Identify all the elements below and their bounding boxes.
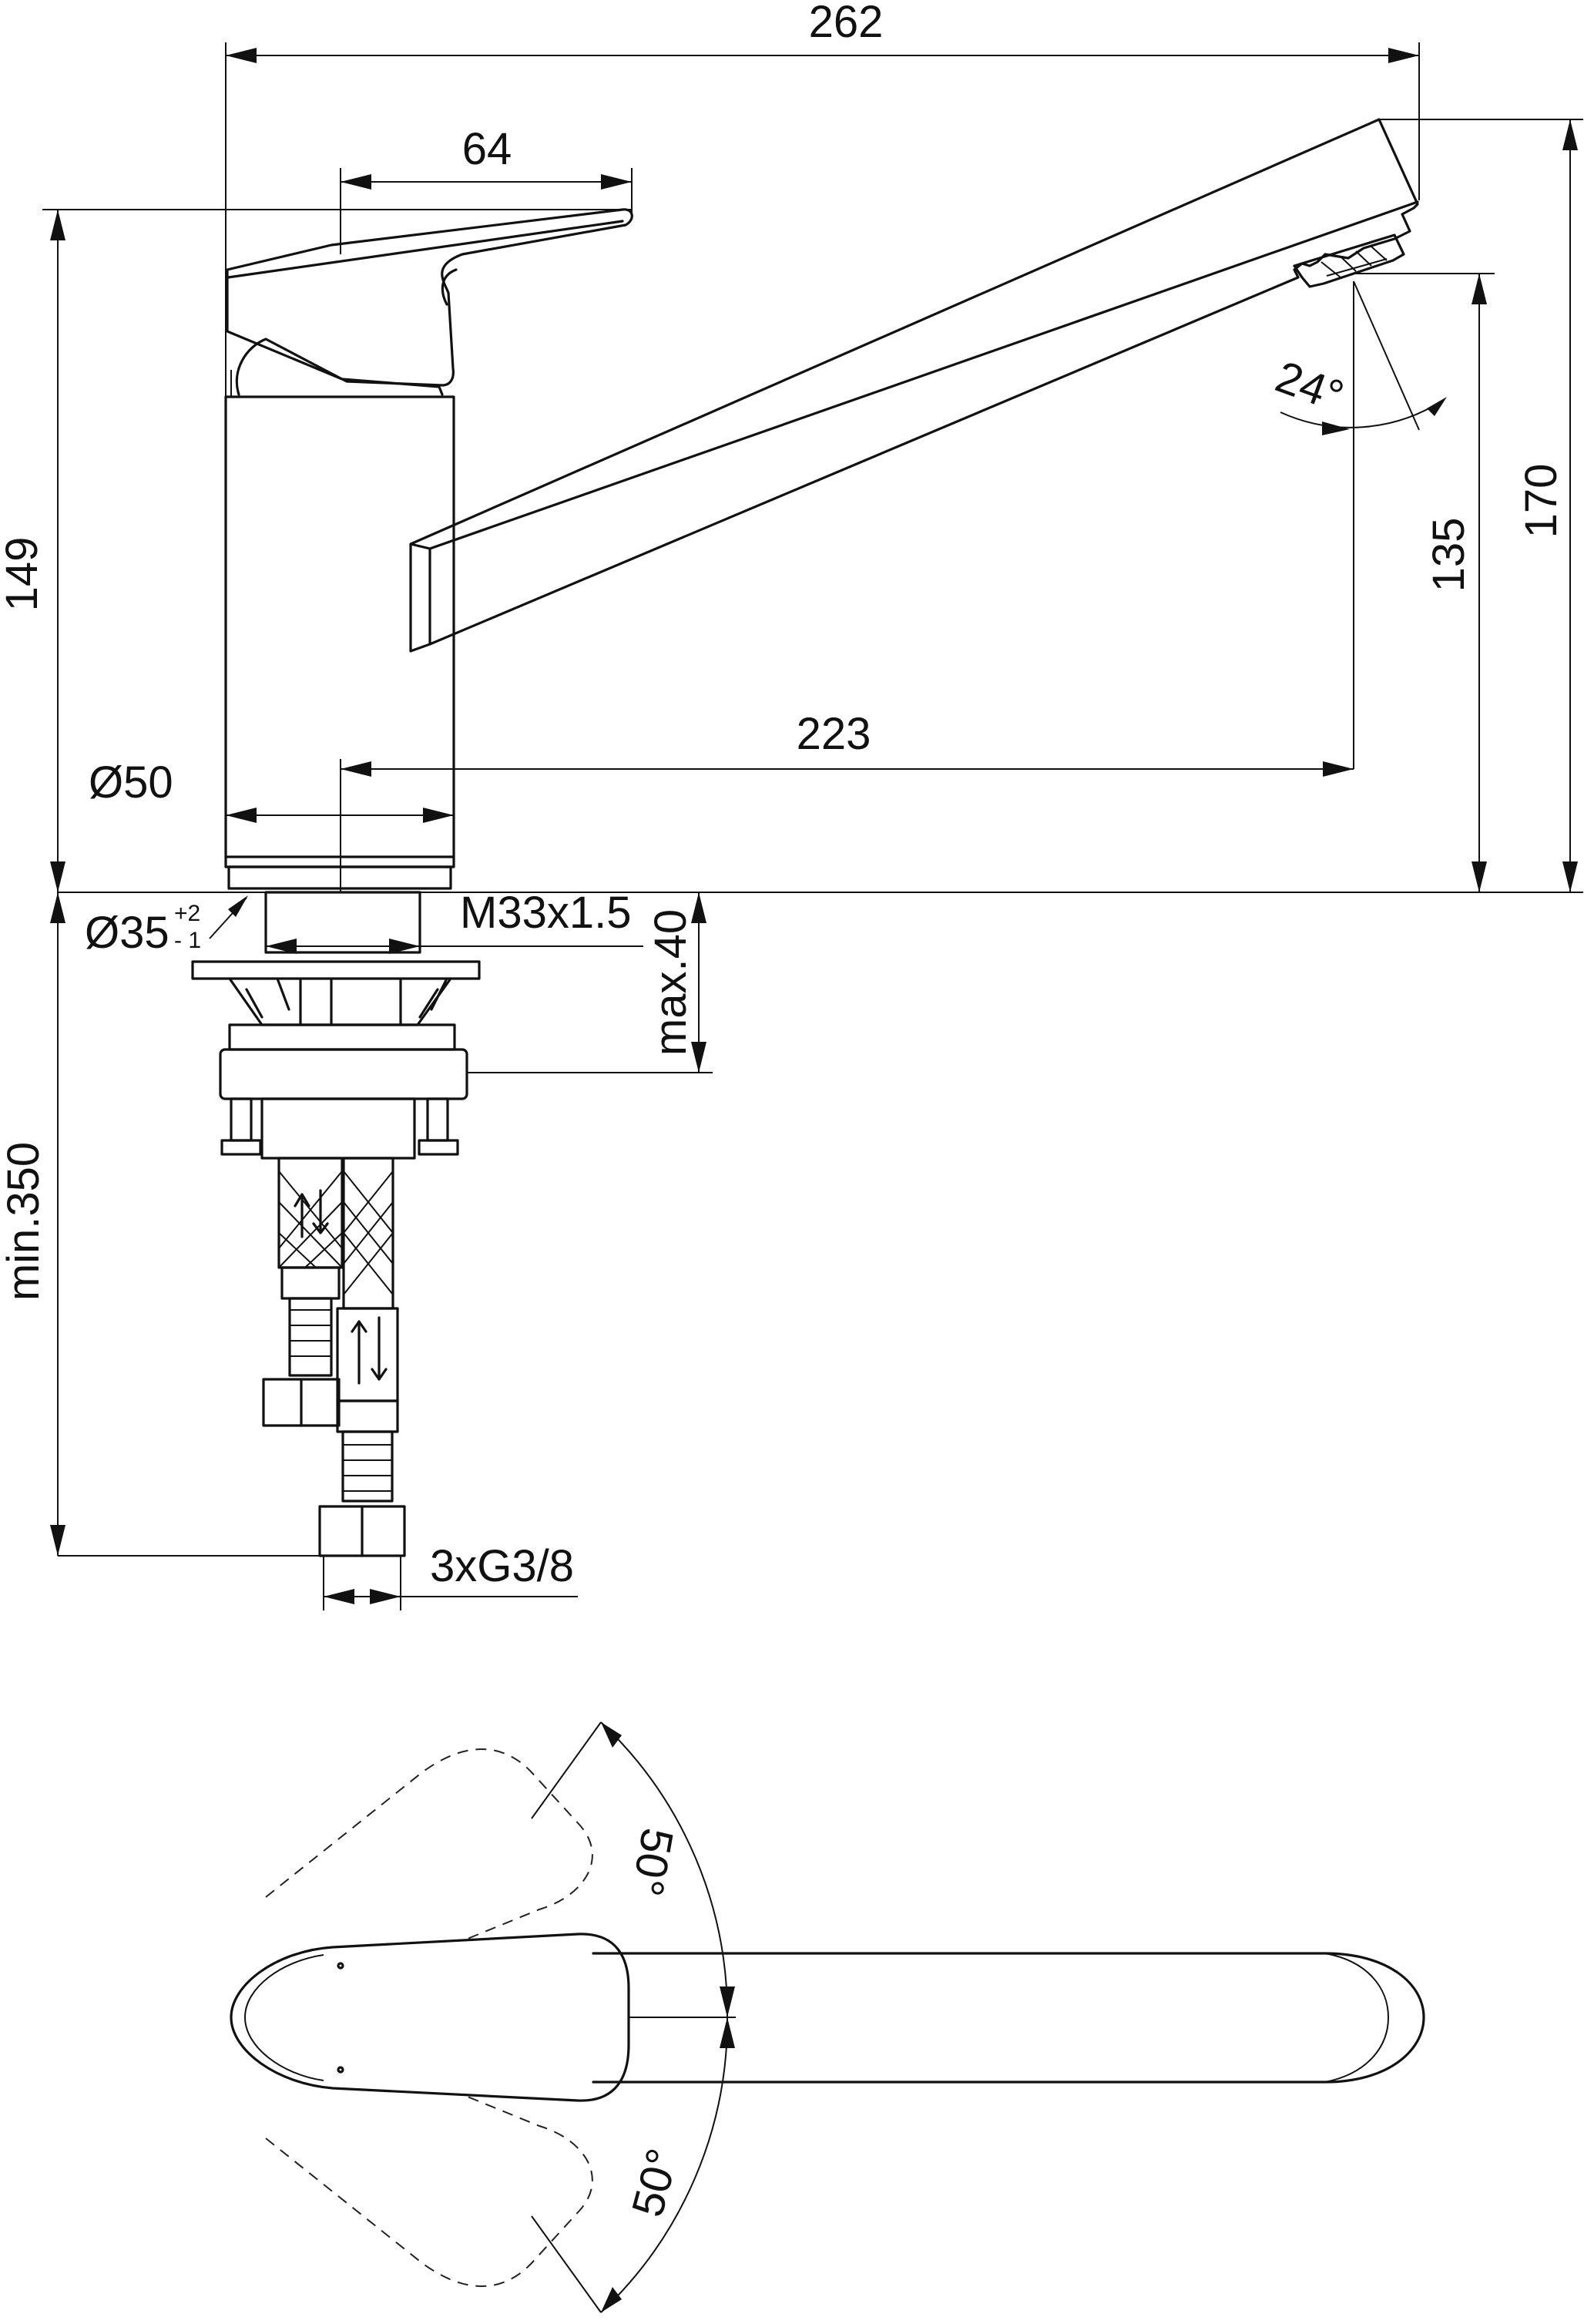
aerator xyxy=(1293,233,1405,288)
dim-min350: min.350 xyxy=(0,892,320,1557)
dim-max40: max.40 xyxy=(467,892,713,1073)
dim-262: 262 xyxy=(225,0,1420,397)
lever-rotated-lower xyxy=(265,2094,593,2287)
clamp-fingers xyxy=(228,977,452,1026)
stud-right xyxy=(426,1097,449,1142)
dim-d35-label: Ø35 xyxy=(85,908,169,958)
fixing-nut xyxy=(219,1048,468,1100)
dim-135: 135 xyxy=(1356,273,1495,892)
lever-handle xyxy=(226,208,633,387)
side-view: 262 64 149 170 xyxy=(0,0,1583,1610)
top-view: 50° 50° xyxy=(230,1721,1425,2313)
dim-170: 170 xyxy=(1379,119,1583,892)
dim-min350-label: min.350 xyxy=(0,1142,49,1301)
dim-m33: M33x1.5 xyxy=(266,888,643,954)
dim-d50: Ø50 xyxy=(89,757,454,823)
hose-left xyxy=(262,1157,344,1427)
dim-24-deg: 24° xyxy=(1270,280,1447,769)
lever-top xyxy=(230,1933,630,2102)
angle-top-label: 50° xyxy=(622,1825,683,1900)
mounting-plate xyxy=(191,960,481,980)
stud-left xyxy=(230,1097,253,1142)
spout-top xyxy=(592,1952,1425,2084)
mounting-thread xyxy=(264,891,421,954)
dim-d35-tol-minus: - 1 xyxy=(174,928,201,953)
dim-m33-label: M33x1.5 xyxy=(460,888,631,938)
lever-neck xyxy=(235,338,444,396)
dim-g38: 3xG3/8 xyxy=(323,1541,578,1610)
dim-64-label: 64 xyxy=(462,124,512,174)
dim-24-label: 24° xyxy=(1270,351,1351,421)
dim-g38-label: 3xG3/8 xyxy=(430,1541,574,1591)
dim-149-label: 149 xyxy=(0,537,47,612)
dim-170-label: 170 xyxy=(1516,464,1566,539)
dim-149: 149 xyxy=(0,209,632,892)
dim-223-label: 223 xyxy=(797,709,871,759)
dim-223: 223 xyxy=(340,709,1354,892)
dim-64: 64 xyxy=(340,124,633,254)
angle-bottom-label: 50° xyxy=(623,2144,688,2222)
dim-d35: Ø35 +2 - 1 xyxy=(85,895,248,958)
dim-135-label: 135 xyxy=(1424,518,1474,593)
hose-right xyxy=(318,1157,406,1557)
dim-262-label: 262 xyxy=(809,0,884,47)
dim-d35-tol-plus: +2 xyxy=(174,901,200,926)
dim-max40-label: max.40 xyxy=(646,909,696,1056)
dim-d50-label: Ø50 xyxy=(89,757,173,808)
spout xyxy=(409,118,1419,653)
lever-rotated-upper xyxy=(265,1748,593,1941)
